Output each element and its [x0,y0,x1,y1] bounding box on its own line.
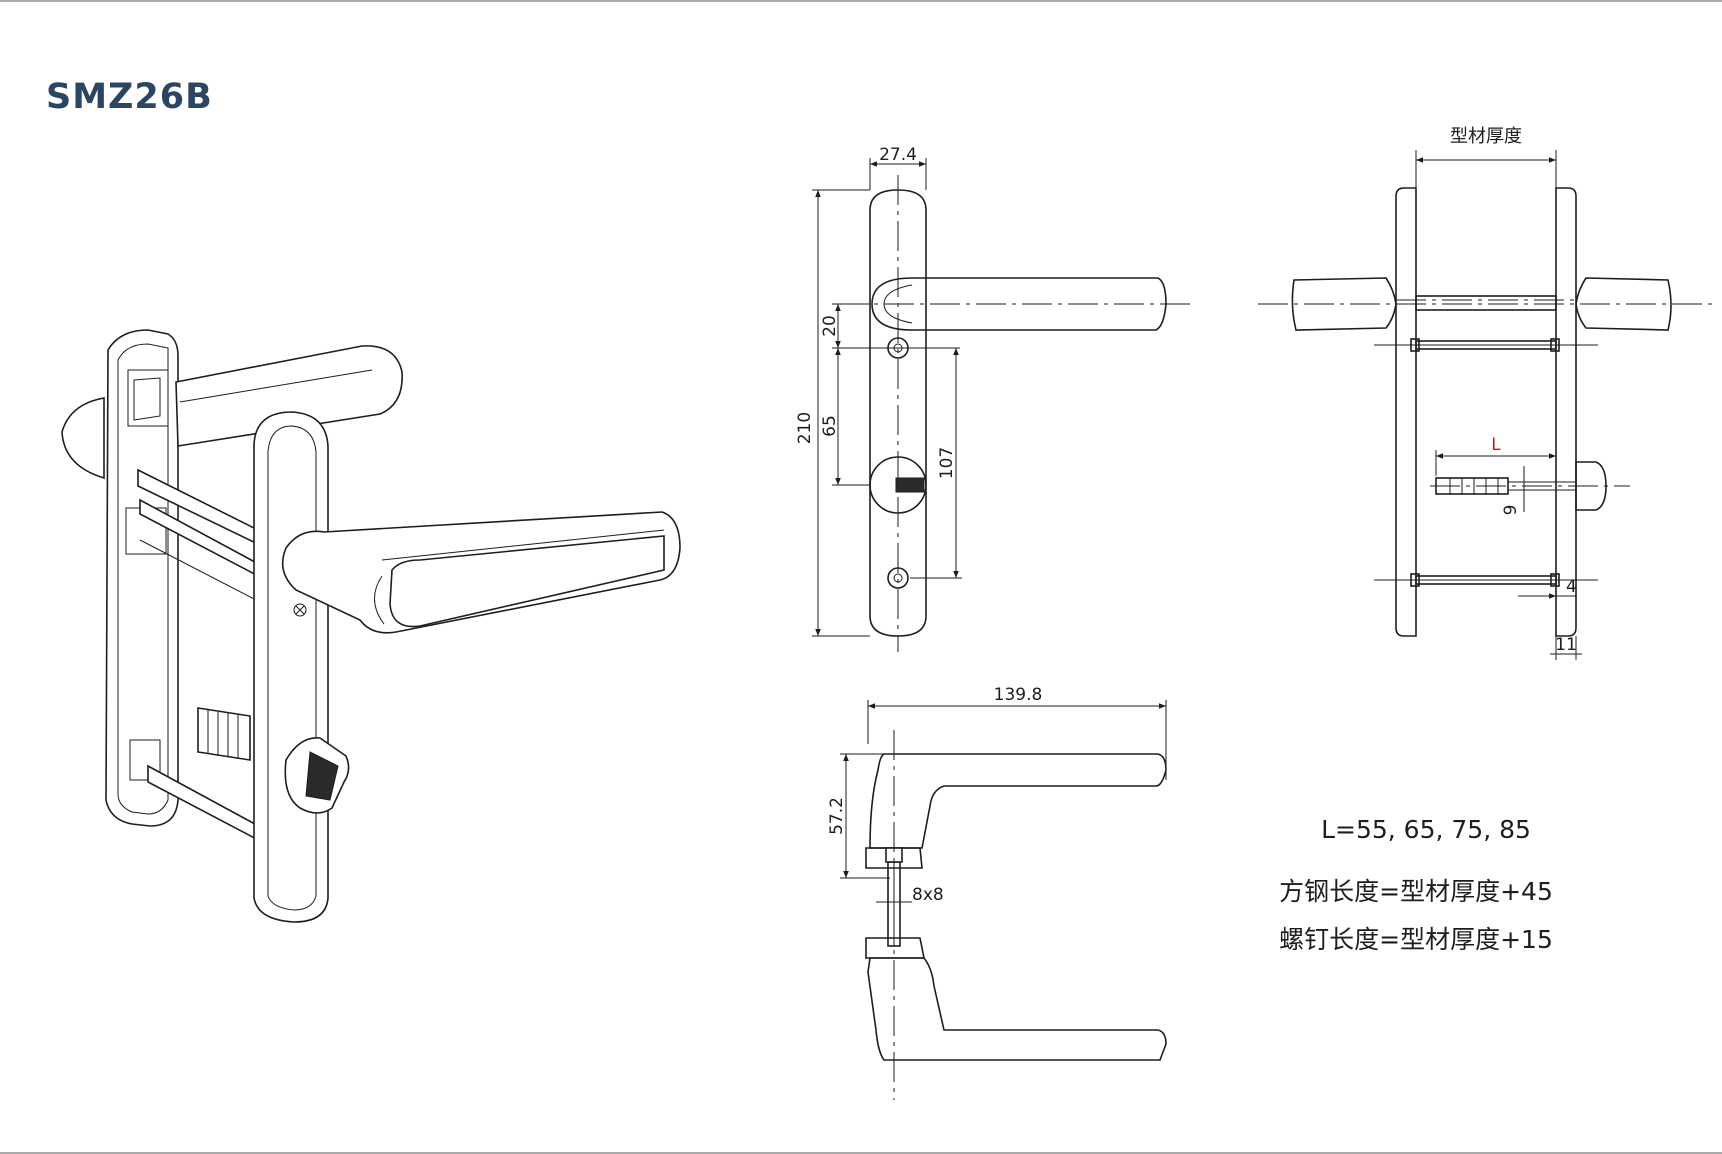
product-title: SMZ26B [46,77,213,117]
dim-lever-height: 57.2 [827,797,847,835]
lever-view: 139.8 57.2 8x8 [827,685,1167,1100]
dim-spindle: 8x8 [912,885,944,905]
dim-L: L [1491,435,1501,455]
perspective-illustration [61,329,681,923]
dim-65: 65 [820,415,840,437]
dim-profile-thickness: 型材厚度 [1450,126,1522,147]
dim-width: 27.4 [879,145,917,165]
dim-total-height: 210 [795,412,815,444]
note-screw: 螺钉长度=型材厚度+15 [1279,925,1553,954]
dim-9: 9 [1501,505,1521,516]
dim-4: 4 [1566,577,1577,597]
note-l-values: L=55, 65, 75, 85 [1321,815,1531,844]
dim-20: 20 [820,315,840,337]
side-view: 型材厚度 L 9 4 11 [1258,126,1712,660]
note-square-steel: 方钢长度=型材厚度+45 [1279,877,1553,906]
dim-11: 11 [1555,635,1577,655]
dim-lever-length: 139.8 [994,685,1043,705]
front-view: 27.4 210 20 65 107 [795,145,1190,652]
dim-107: 107 [937,447,957,479]
